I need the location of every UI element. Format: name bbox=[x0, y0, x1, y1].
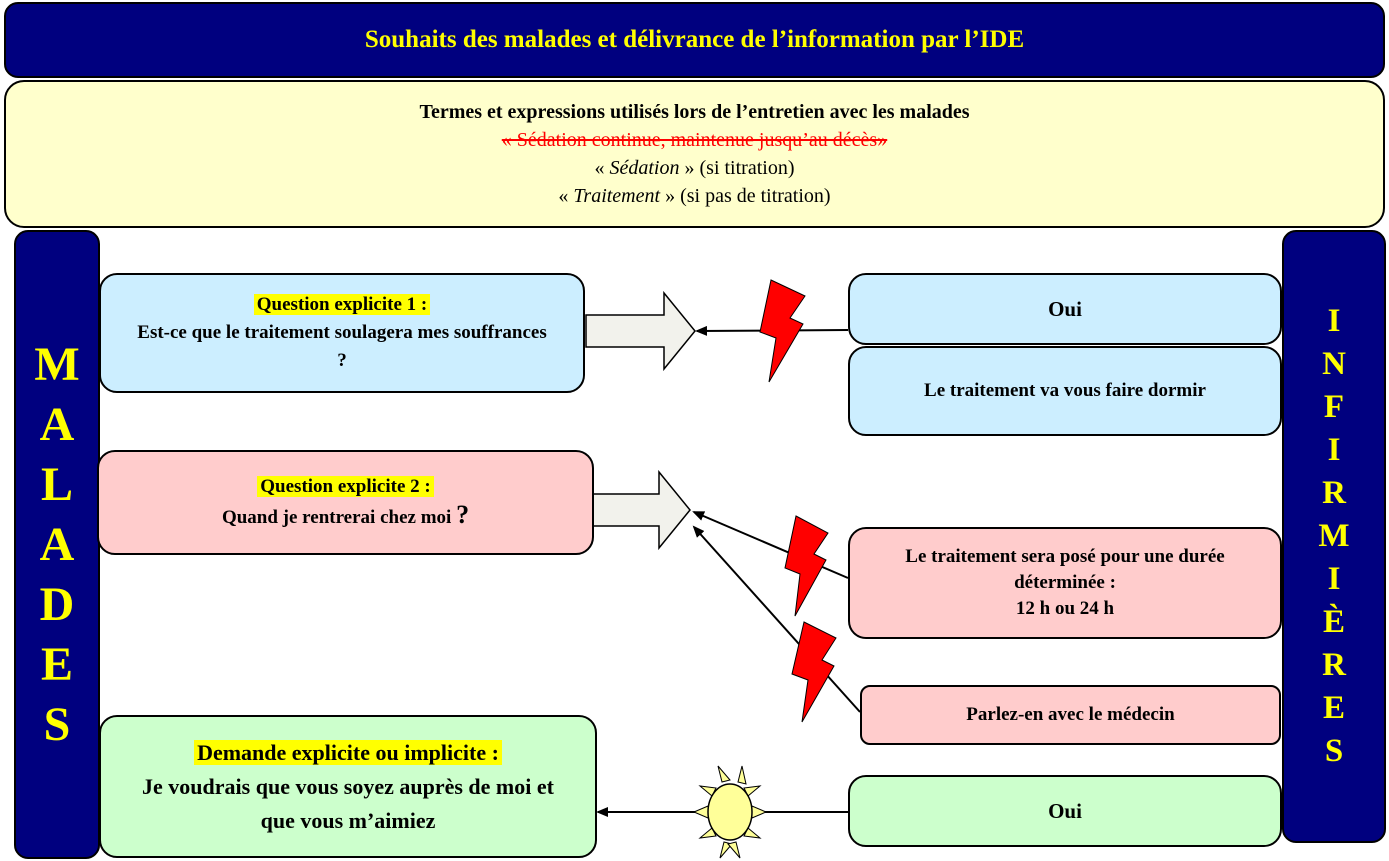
question-3-box: Demande explicite ou implicite : Je voud… bbox=[99, 715, 597, 858]
terms-heading: Termes et expressions utilisés lors de l… bbox=[419, 101, 970, 123]
question-1-label: Question explicite 1 : bbox=[253, 294, 431, 315]
malades-letter: M bbox=[34, 337, 80, 391]
quote-open: « bbox=[594, 157, 610, 179]
infirmieres-letter: F bbox=[1323, 389, 1345, 425]
answer-1-box: Oui bbox=[848, 273, 1282, 345]
sedation-term: Sédation bbox=[609, 157, 680, 179]
question-2-text: Quand je rentrerai chez moi bbox=[221, 507, 452, 528]
connector-a4-q2 bbox=[692, 525, 861, 713]
sedation-condition: » (si titration) bbox=[679, 157, 795, 179]
answer-3-box: Le traitement sera posé pour une durée d… bbox=[848, 527, 1282, 639]
page-title: Souhaits des malades et délivrance de l’… bbox=[4, 2, 1385, 78]
infirmieres-letter: N bbox=[1322, 346, 1346, 382]
malades-letter: E bbox=[40, 637, 73, 691]
infirmieres-letter: I bbox=[1327, 303, 1341, 339]
question-1-text: Est-ce que le traitement soulagera mes s… bbox=[137, 322, 547, 371]
question-2-box: Question explicite 2 : Quand je rentrera… bbox=[97, 450, 594, 555]
question-2-text-line: Quand je rentrerai chez moi ? bbox=[222, 501, 469, 532]
infirmieres-letter: I bbox=[1327, 561, 1341, 597]
infirmieres-letter: È bbox=[1322, 604, 1345, 640]
infirmieres-letter: R bbox=[1322, 475, 1346, 511]
lightning-icon bbox=[784, 515, 829, 617]
infirmieres-letter: S bbox=[1324, 733, 1344, 769]
question-2-mark: ? bbox=[456, 500, 470, 529]
question-2-label: Question explicite 2 : bbox=[257, 476, 434, 497]
question-1-box: Question explicite 1 : Est-ce que le tra… bbox=[99, 273, 585, 393]
answer-2-box: Le traitement va vous faire dormir bbox=[848, 346, 1282, 436]
answer-3-text: Le traitement sera posé pour une durée d… bbox=[905, 546, 1225, 593]
malades-letter: L bbox=[40, 457, 73, 511]
answer-2-text: Le traitement va vous faire dormir bbox=[924, 380, 1206, 401]
lightning-icon bbox=[791, 621, 837, 723]
lightning-icon bbox=[759, 279, 806, 383]
answer-1-text: Oui bbox=[1048, 297, 1082, 321]
infirmieres-letter: M bbox=[1318, 518, 1350, 554]
terms-box: Termes et expressions utilisés lors de l… bbox=[4, 80, 1385, 228]
quote-open: « bbox=[558, 185, 574, 207]
infirmieres-letter: R bbox=[1322, 647, 1346, 683]
sun-icon bbox=[692, 765, 768, 859]
answer-4-box: Parlez-en avec le médecin bbox=[860, 685, 1281, 745]
terms-treatment-line: « Traitement » (si pas de titration) bbox=[558, 182, 830, 210]
treatment-condition: » (si pas de titration) bbox=[660, 185, 831, 207]
infirmieres-letter: I bbox=[1327, 432, 1341, 468]
question-3-label: Demande explicite ou implicite : bbox=[194, 739, 502, 765]
terms-sedation-line: « Sédation » (si titration) bbox=[595, 154, 795, 182]
connector-a1-q1 bbox=[695, 325, 849, 336]
treatment-term: Traitement bbox=[573, 185, 661, 207]
malades-letter: S bbox=[43, 697, 71, 751]
block-arrow-icon bbox=[591, 469, 691, 551]
infirmieres-letter: E bbox=[1322, 690, 1345, 726]
page-title-text: Souhaits des malades et délivrance de l’… bbox=[364, 26, 1025, 53]
connector-a3-q2 bbox=[692, 511, 849, 579]
answer-5-box: Oui bbox=[848, 775, 1282, 847]
block-arrow-icon bbox=[585, 290, 696, 372]
terms-struck-term: « Sédation continue, maintenue jusqu’au … bbox=[501, 129, 888, 151]
answer-5-text: Oui bbox=[1048, 799, 1082, 823]
malades-letter: A bbox=[39, 517, 75, 571]
malades-letter: D bbox=[39, 577, 75, 631]
answer-4-text: Parlez-en avec le médecin bbox=[966, 704, 1175, 725]
malades-letter: A bbox=[39, 397, 75, 451]
answer-3-duration: 12 h ou 24 h bbox=[1015, 598, 1115, 619]
question-3-text: Je voudrais que vous soyez auprès de moi… bbox=[142, 773, 554, 833]
